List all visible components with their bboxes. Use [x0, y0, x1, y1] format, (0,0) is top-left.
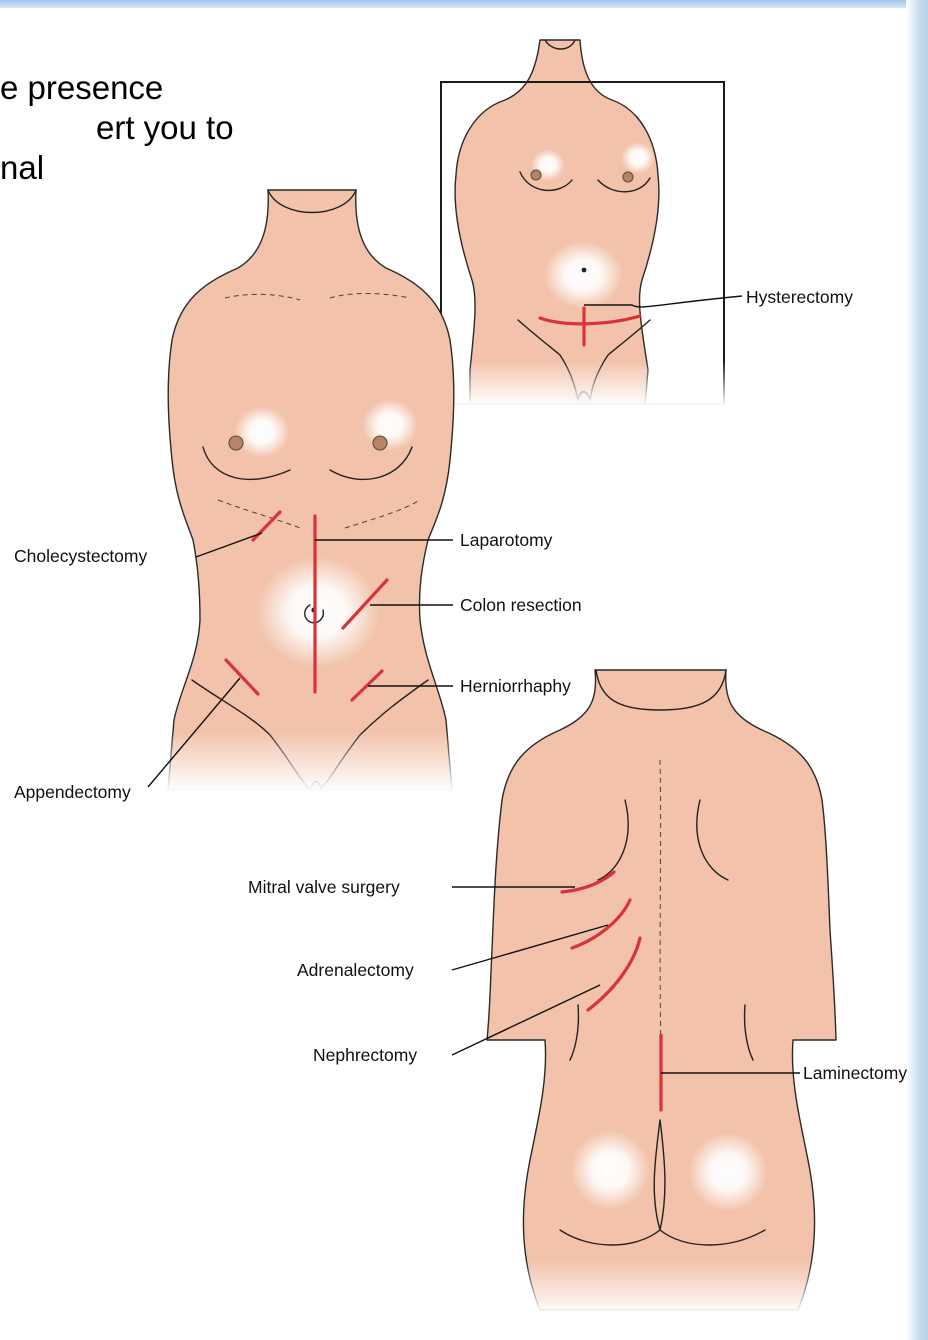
label-colon-resection: Colon resection — [460, 595, 582, 615]
anterior-torso — [148, 190, 457, 792]
label-laminectomy: Laminectomy — [803, 1063, 907, 1083]
inset-female-torso — [440, 40, 742, 406]
label-laparotomy: Laparotomy — [460, 530, 553, 550]
posterior-torso — [452, 670, 840, 1315]
label-hysterectomy: Hysterectomy — [746, 287, 853, 307]
label-herniorrhaphy: Herniorrhaphy — [460, 676, 571, 696]
label-nephrectomy: Nephrectomy — [313, 1045, 417, 1065]
label-cholecystectomy: Cholecystectomy — [14, 546, 147, 566]
label-mitral-valve-surgery: Mitral valve surgery — [248, 877, 400, 897]
label-appendectomy: Appendectomy — [14, 782, 131, 802]
label-adrenalectomy: Adrenalectomy — [297, 960, 414, 980]
